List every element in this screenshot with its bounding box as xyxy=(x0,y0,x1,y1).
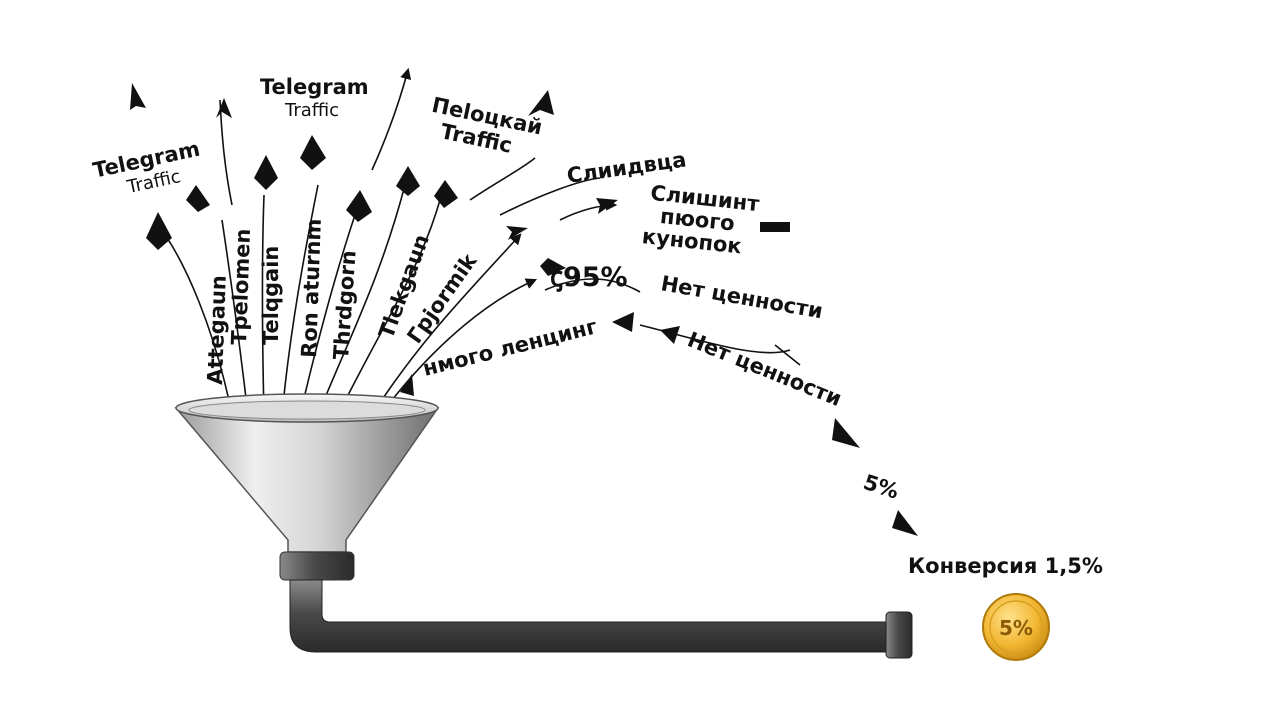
stream-line-12 xyxy=(469,157,536,201)
arrowhead-down-2 xyxy=(892,510,918,536)
arrowhead-up-9 xyxy=(434,180,458,208)
stream-label-5: Thrdgorn xyxy=(329,250,361,361)
arrowhead-up-5 xyxy=(254,155,278,190)
no-value-label-1: Нет ценности xyxy=(659,271,825,323)
many-buttons-label: Слишинт пюого кунопок xyxy=(641,181,762,259)
stream-line-13 xyxy=(499,177,601,216)
arrowhead-left-2 xyxy=(660,326,680,344)
arrowhead-up-11 xyxy=(400,374,414,396)
arrowhead-up-2 xyxy=(146,212,172,250)
funnel-neck-collar xyxy=(279,551,355,581)
funnel xyxy=(174,393,440,581)
arrowhead-down-1 xyxy=(832,418,860,448)
stream-label-2: Tpelomen xyxy=(227,228,255,345)
stream-line-2 xyxy=(221,219,249,416)
many-landings-label: нмого ленцинг xyxy=(420,314,599,381)
telegram-traffic-top-title: Telegram xyxy=(260,75,369,99)
funnel-cone xyxy=(174,407,440,553)
arrowhead-right-4 xyxy=(760,222,790,232)
coin-body xyxy=(982,593,1050,661)
arrowhead-up-10 xyxy=(528,90,554,116)
pass-percent-label: 5% xyxy=(860,470,901,504)
arrowhead-up-3 xyxy=(186,185,210,212)
arrowhead-up-1 xyxy=(130,83,146,110)
other-traffic-label: Пeloцкай Traffic xyxy=(430,93,545,158)
stream-line-5 xyxy=(299,214,356,416)
no-value-label-2: Нет ценности xyxy=(684,327,845,411)
coin-label: 5% xyxy=(999,616,1033,640)
stream-label-4: Ron aturnm xyxy=(297,218,326,358)
arrowhead-up-8 xyxy=(396,166,420,196)
pipe-end-cap xyxy=(885,611,913,659)
stream-line-4 xyxy=(281,184,319,416)
coin: 5% xyxy=(982,593,1050,661)
conversion-label: Конверсия 1,5% xyxy=(908,554,1103,578)
stream-line-3 xyxy=(261,194,265,416)
arrowhead-left-1 xyxy=(612,312,634,332)
arrowhead-right-1 xyxy=(506,226,528,240)
stream-line-8 xyxy=(371,233,522,416)
arrowhead-up-7 xyxy=(346,190,372,222)
stream-label-3: Telqgain xyxy=(259,246,283,345)
traffic-streams xyxy=(157,67,801,416)
arrowhead-up-4 xyxy=(216,98,232,118)
stream-label-1: Attegaun xyxy=(203,275,231,385)
stream-line-7 xyxy=(337,199,441,416)
pipe-elbow xyxy=(289,579,891,653)
stream-line-6 xyxy=(317,184,406,416)
telegram-traffic-top-label: Telegram Traffic xyxy=(260,75,369,121)
telegram-traffic-left-label: Telegram Traffic xyxy=(91,137,202,199)
stream-line-11 xyxy=(371,67,412,171)
coin-inner-rim xyxy=(989,600,1043,654)
stream-line-17 xyxy=(774,344,801,366)
arrowhead-right-2 xyxy=(596,198,618,214)
arrowhead-up-6 xyxy=(300,135,326,170)
arrowhead-right-3 xyxy=(540,258,566,276)
stream-line-15 xyxy=(544,278,641,293)
arrowheads xyxy=(130,83,918,536)
stream-line-14 xyxy=(559,199,618,221)
telegram-traffic-top-sub: Traffic xyxy=(284,100,339,121)
pipe xyxy=(289,579,913,659)
loss-percent-label: ꞔ95% xyxy=(550,262,628,293)
funnel-mouth xyxy=(188,400,426,420)
